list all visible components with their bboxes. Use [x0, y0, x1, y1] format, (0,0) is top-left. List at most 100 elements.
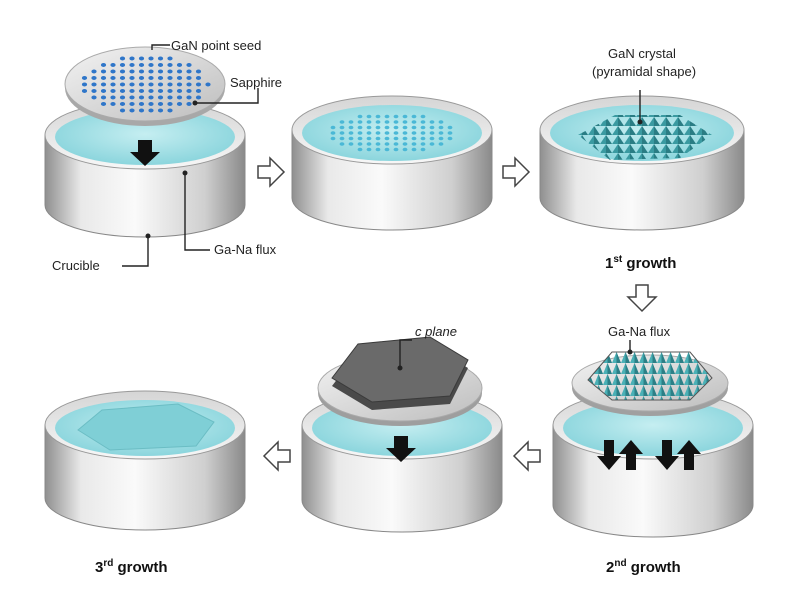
- seed-dot: [420, 125, 426, 130]
- seed-dot: [375, 125, 381, 130]
- seed-dot: [129, 95, 135, 100]
- seed-dot: [157, 89, 164, 93]
- seed-dot: [348, 142, 354, 146]
- seed-dot: [438, 125, 444, 130]
- seed-dot: [348, 131, 354, 135]
- step-1-word: growth: [622, 255, 676, 272]
- step-1-sup: st: [613, 254, 623, 265]
- seed-dot: [357, 147, 363, 152]
- seed-dot: [110, 76, 116, 80]
- seed-dot: [393, 114, 399, 119]
- label-gan-crystal-line1: GaN crystal: [608, 46, 676, 61]
- seed-dot: [402, 120, 408, 124]
- seed-dot: [366, 125, 372, 130]
- seed-dot: [205, 82, 211, 87]
- seed-dot: [100, 63, 107, 67]
- seed-dot: [157, 76, 164, 80]
- seed-dot: [348, 125, 354, 130]
- step-label-1st-growth: 1st growth: [605, 254, 676, 272]
- seed-dot: [330, 125, 336, 130]
- dot-ga-na-flux: [182, 170, 188, 176]
- seed-dot: [384, 142, 390, 146]
- left-arrow-icon: [262, 440, 291, 472]
- seed-dot: [167, 69, 173, 74]
- seed-dot: [81, 82, 88, 87]
- left-arrow-icon: [512, 440, 541, 472]
- seed-dot: [176, 89, 183, 93]
- seed-dot: [195, 69, 202, 74]
- seed-dot: [110, 69, 116, 74]
- seed-dot: [100, 89, 107, 93]
- seed-dot: [148, 56, 154, 61]
- seed-dot: [357, 125, 363, 130]
- seed-dot: [157, 95, 164, 100]
- seed-dot: [330, 136, 336, 141]
- seed-dot: [357, 120, 363, 124]
- step-2-word: growth: [627, 559, 681, 576]
- label-gan-crystal-line2: (pyramidal shape): [592, 64, 696, 79]
- seed-dot: [110, 63, 116, 67]
- step-3-word: growth: [113, 559, 167, 576]
- dot-c-plane: [397, 365, 403, 371]
- seed-dot: [148, 102, 154, 106]
- seed-dot: [119, 89, 126, 93]
- seed-dot: [384, 136, 390, 141]
- crucible-3: [539, 95, 745, 231]
- step-1-number: 1: [605, 255, 613, 272]
- leader-gan-point-seed: [151, 44, 170, 50]
- seed-dot: [157, 56, 164, 61]
- seed-dot: [100, 102, 107, 106]
- seed-dot: [429, 125, 435, 130]
- seed-dot: [91, 69, 97, 74]
- seed-dot: [357, 114, 363, 119]
- seed-dot: [375, 131, 381, 135]
- seed-dot: [110, 102, 116, 106]
- seed-dots-in-flux: [330, 114, 453, 152]
- dot-sapphire: [192, 100, 198, 106]
- seed-dot: [167, 108, 173, 113]
- seed-dot: [339, 131, 345, 135]
- seed-dot: [357, 131, 363, 135]
- down-arrow-icon: [130, 140, 160, 166]
- seed-dot: [429, 136, 435, 141]
- seed-dot: [411, 147, 417, 152]
- seed-dot: [110, 95, 116, 100]
- seed-dot: [447, 131, 453, 135]
- seed-dot: [186, 76, 192, 80]
- step-3-sup: rd: [103, 558, 113, 569]
- seed-dot: [119, 82, 126, 87]
- seed-dot: [393, 120, 399, 124]
- dot-ga-na-flux-2: [627, 349, 633, 355]
- seed-dot: [438, 131, 444, 135]
- seed-dot: [129, 69, 135, 74]
- seed-dot: [186, 82, 192, 87]
- step-label-3rd-growth: 3rd growth: [95, 558, 168, 576]
- seed-dot: [195, 76, 202, 80]
- bulk-gan-crystal: [77, 403, 215, 451]
- seed-dot: [148, 82, 154, 87]
- seed-dot: [384, 120, 390, 124]
- seed-dot: [339, 120, 345, 124]
- seed-dot: [402, 136, 408, 141]
- up-arrow-icon: [677, 440, 701, 470]
- seed-dot: [375, 136, 381, 141]
- seed-dot: [375, 142, 381, 146]
- seed-dot: [186, 89, 192, 93]
- seed-dot: [366, 131, 372, 135]
- seed-dot: [429, 142, 435, 146]
- seed-dot: [411, 114, 417, 119]
- seed-dot: [402, 114, 408, 119]
- seed-dot: [119, 56, 126, 61]
- seed-dot: [81, 76, 88, 80]
- right-arrow-icon: [257, 156, 286, 188]
- seed-dot: [138, 95, 145, 100]
- seed-dot: [157, 102, 164, 106]
- seed-dot: [375, 147, 381, 152]
- step-2-number: 2: [606, 559, 614, 576]
- seed-dot: [148, 95, 154, 100]
- seed-dot: [148, 89, 154, 93]
- seed-dot: [167, 56, 173, 61]
- seed-dot: [411, 131, 417, 135]
- seed-dot: [157, 108, 164, 113]
- seed-dot: [411, 125, 417, 130]
